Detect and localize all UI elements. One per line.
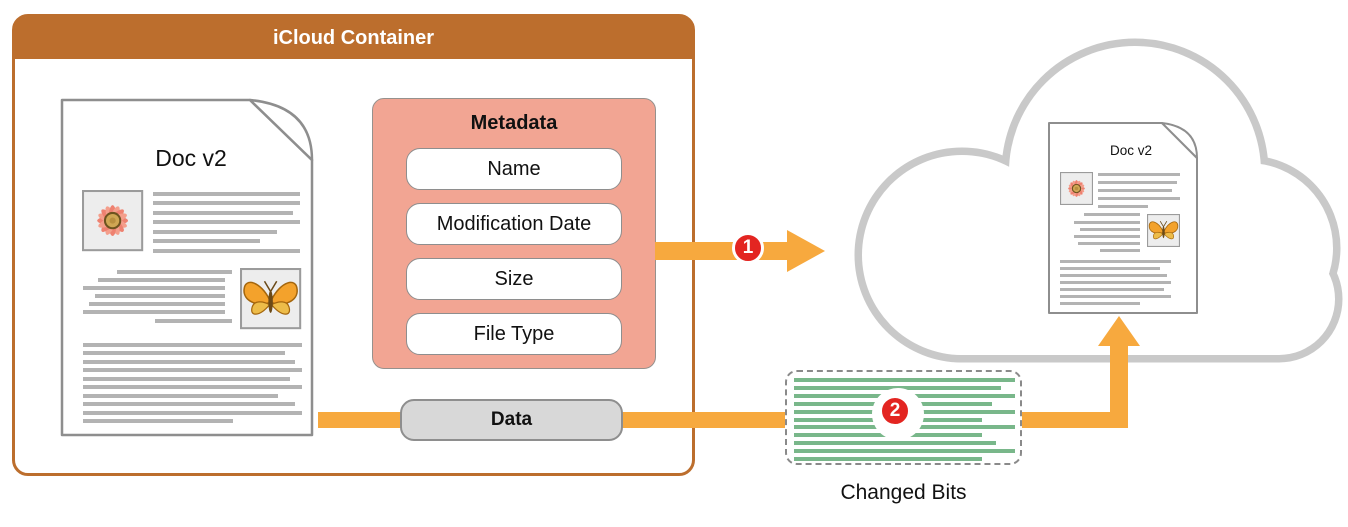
document-fold-corner: [248, 98, 314, 162]
document-title: Doc v2: [155, 145, 227, 171]
butterfly-icon: [240, 268, 302, 330]
document-fold-corner: [1161, 122, 1198, 159]
metadata-box: Metadata Name Modification Date Size Fil…: [372, 98, 656, 369]
document-icon-local: Doc v2: [60, 98, 314, 437]
arrow-2-vertical-icon: [1098, 316, 1140, 428]
document-page: [1048, 122, 1198, 314]
flower-icon: [82, 189, 144, 252]
data-pill: Data: [400, 399, 623, 441]
flower-icon: [1060, 172, 1093, 205]
butterfly-icon: [1147, 214, 1180, 247]
text-lines: [83, 192, 302, 423]
metadata-title: Metadata: [470, 112, 558, 134]
metadata-field-file-type: File Type: [406, 313, 622, 355]
metadata-field-modification-date: Modification Date: [406, 203, 622, 245]
text-lines: [1060, 173, 1180, 305]
document-title: Doc v2: [1110, 143, 1152, 158]
metadata-field-size: Size: [406, 258, 622, 300]
step-1-badge: 1: [732, 232, 764, 264]
metadata-field-name: Name: [406, 148, 622, 190]
document-icon-cloud: Doc v2: [1048, 122, 1198, 314]
icloud-container-title: iCloud Container: [272, 26, 435, 49]
step-2-badge: 2: [879, 395, 911, 427]
changed-bits-label: Changed Bits: [840, 481, 967, 504]
icloud-container-header: iCloud Container: [15, 17, 692, 59]
